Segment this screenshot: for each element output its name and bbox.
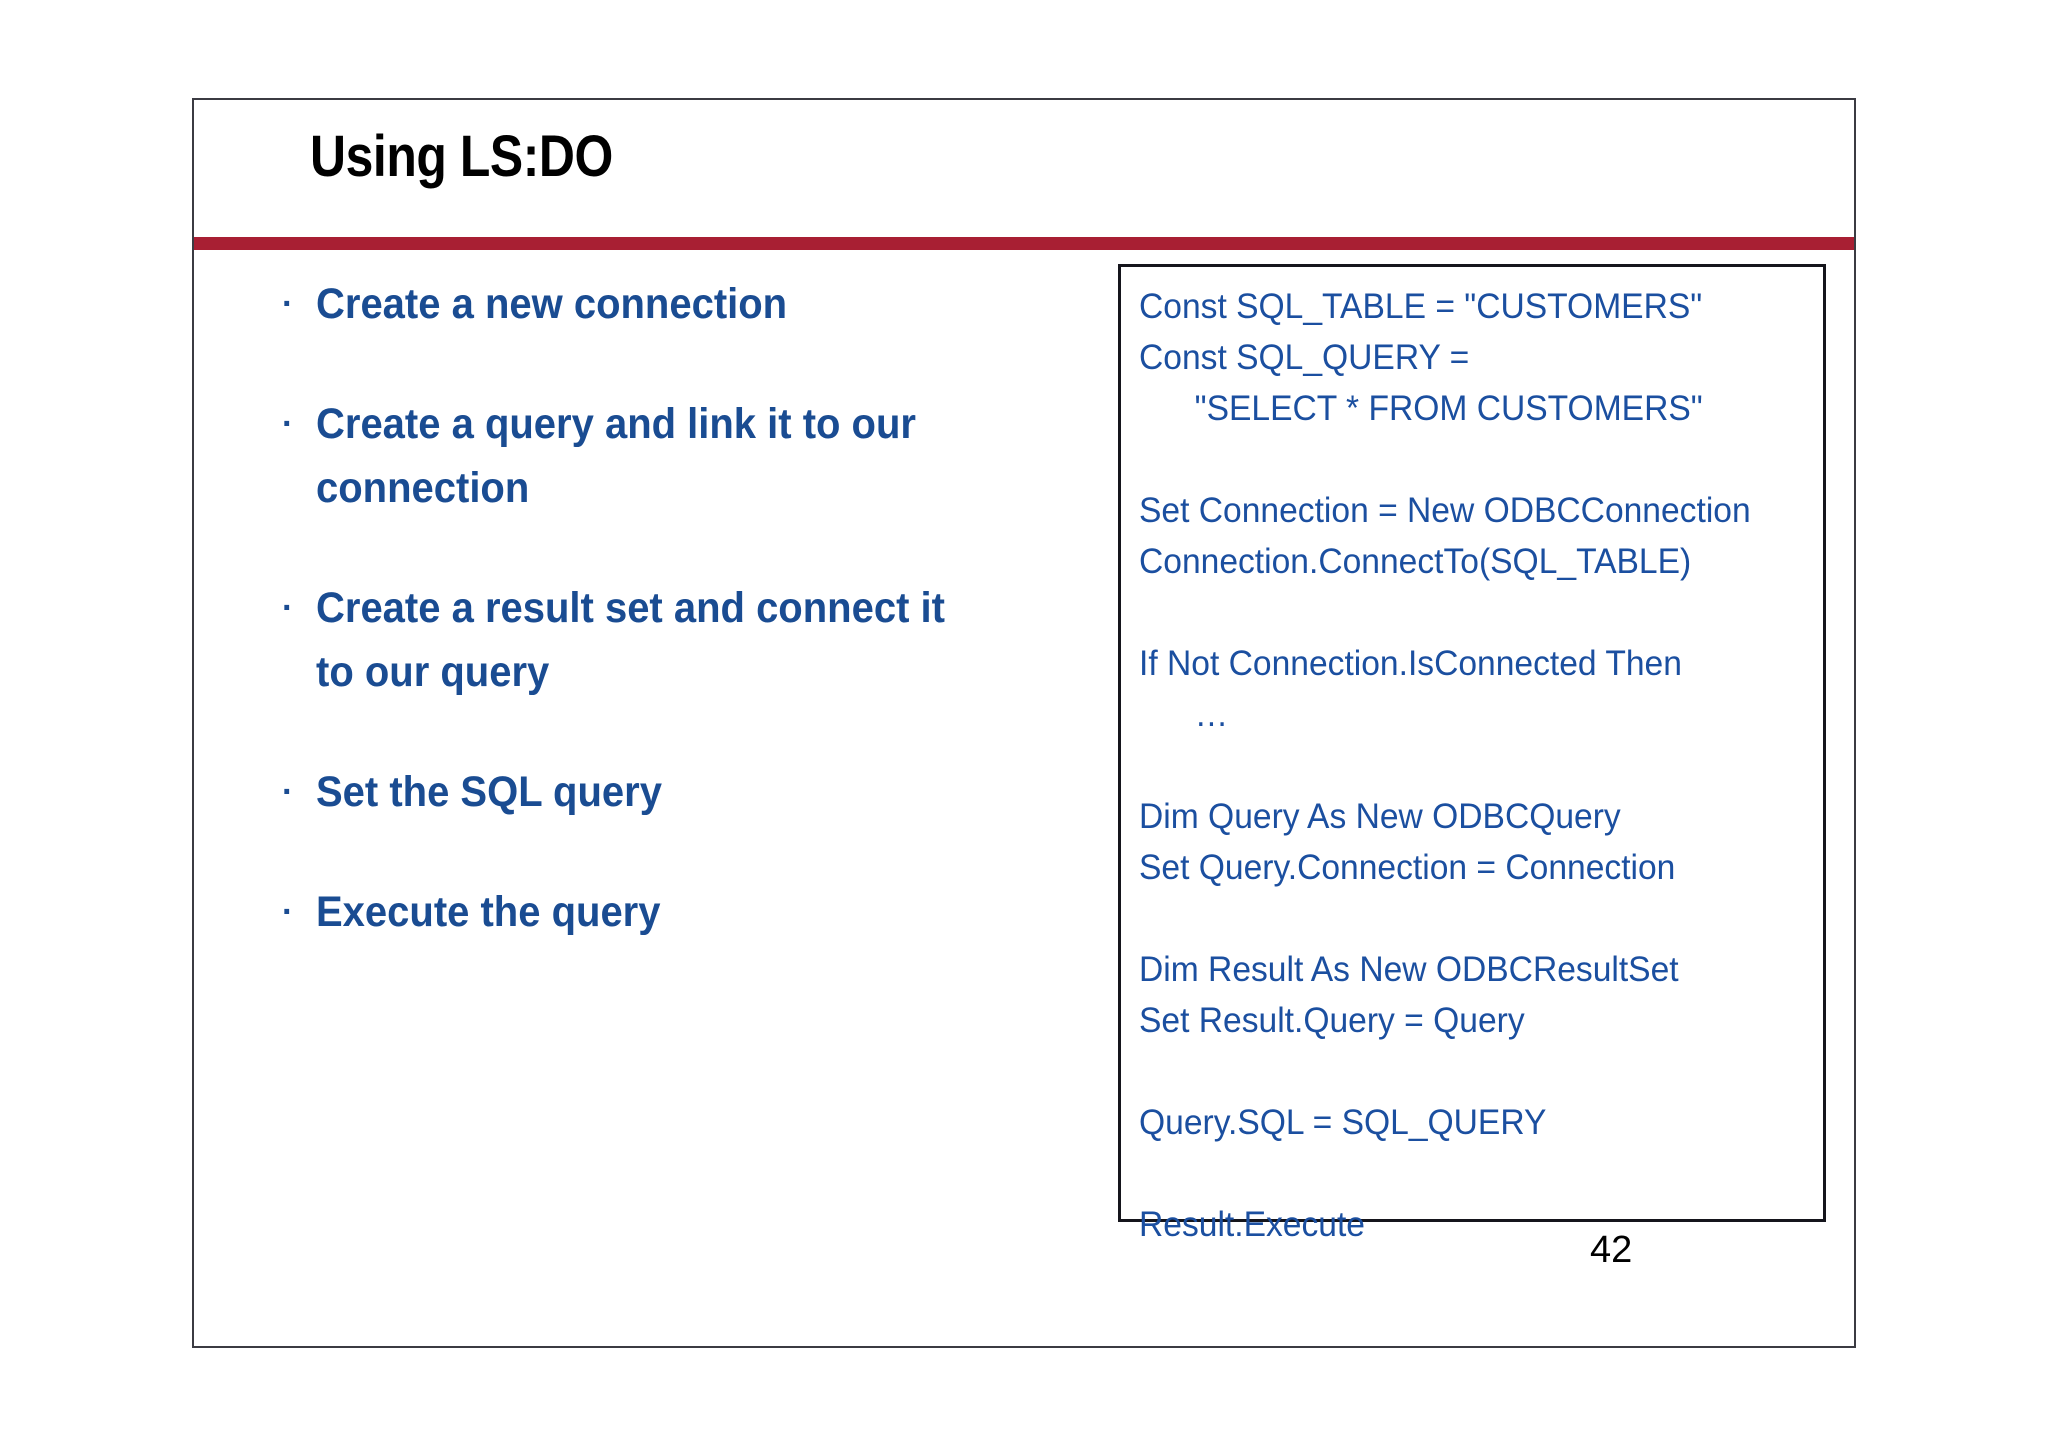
bullet-label: Set the SQL query: [316, 768, 662, 816]
code-sample-lines: Const SQL_TABLE = "CUSTOMERS" Const SQL_…: [1139, 281, 1817, 1250]
code-line: Set Connection = New ODBCConnection: [1139, 491, 1751, 530]
code-line: Dim Query As New ODBCQuery: [1139, 797, 1621, 836]
code-line: Const SQL_QUERY =: [1139, 338, 1470, 377]
code-line: "SELECT * FROM CUSTOMERS": [1194, 389, 1703, 428]
code-sample-box: Const SQL_TABLE = "CUSTOMERS" Const SQL_…: [1118, 264, 1826, 1244]
bullet-label: Execute the query: [316, 888, 661, 936]
title-accent-rule: [194, 237, 1854, 250]
code-line: Connection.ConnectTo(SQL_TABLE): [1139, 542, 1692, 581]
code-line-blank: [1139, 1148, 1790, 1199]
list-item: · Create a new connection: [282, 272, 1022, 336]
code-line-blank: [1139, 587, 1790, 638]
code-line: Set Result.Query = Query: [1139, 1001, 1525, 1040]
code-line: Const SQL_TABLE = "CUSTOMERS": [1139, 287, 1703, 326]
list-item: · Set the SQL query: [282, 760, 1022, 824]
code-line-blank: [1139, 740, 1790, 791]
code-line: If Not Connection.IsConnected Then: [1139, 644, 1682, 683]
bullet-dot-icon: ·: [282, 405, 294, 443]
code-line: Query.SQL = SQL_QUERY: [1139, 1103, 1547, 1142]
bullet-label: Create a result set and connect it to ou…: [316, 584, 945, 696]
bullet-dot-icon: ·: [282, 893, 294, 931]
list-item: · Create a result set and connect it to …: [282, 576, 1022, 704]
bullet-dot-icon: ·: [282, 589, 294, 627]
bullet-label: Create a query and link it to our connec…: [316, 400, 916, 512]
bullet-label: Create a new connection: [316, 280, 788, 328]
code-line: …: [1194, 695, 1229, 734]
code-line: Result.Execute: [1139, 1205, 1365, 1244]
bullet-list: · Create a new connection · Create a que…: [282, 272, 1022, 1000]
slide-frame: Using LS:DO · Create a new connection · …: [192, 98, 1856, 1348]
code-line: Dim Result As New ODBCResultSet: [1139, 950, 1679, 989]
bullet-dot-icon: ·: [282, 285, 294, 323]
list-item: · Create a query and link it to our conn…: [282, 392, 1022, 520]
list-item: · Execute the query: [282, 880, 1022, 944]
bullet-dot-icon: ·: [282, 773, 294, 811]
code-line-blank: [1139, 434, 1790, 485]
slide-title-area: Using LS:DO: [194, 100, 1854, 237]
code-line-blank: [1139, 1046, 1790, 1097]
page-title: Using LS:DO: [310, 124, 613, 189]
page-number: 42: [1590, 1229, 1633, 1271]
code-line-blank: [1139, 893, 1790, 944]
code-line: Set Query.Connection = Connection: [1139, 848, 1676, 887]
